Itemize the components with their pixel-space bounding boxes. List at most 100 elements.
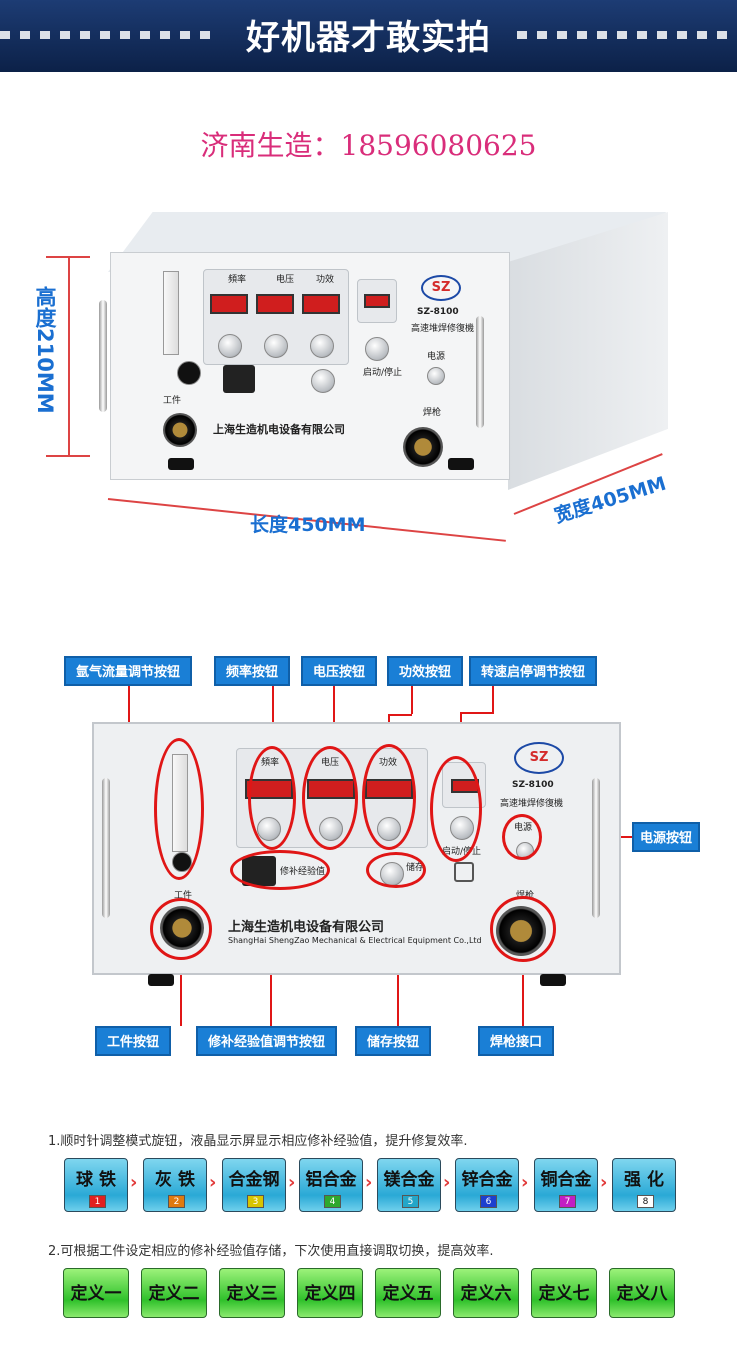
callout-workpiece: 工件按钮 <box>95 1026 172 1056</box>
preset-chip: 定义一 <box>63 1268 129 1318</box>
mode-note: 1.顺时针调整模式旋钮，液晶显示屏显示相应修补经验值，提升修复效率. <box>48 1134 468 1149</box>
dimension-tick <box>46 256 90 258</box>
length-dimension: 长度450MM <box>250 514 366 536</box>
efficiency-display <box>302 294 340 314</box>
callout-gun: 焊枪接口 <box>478 1026 555 1056</box>
maker-contact: 济南生造：18596080625 <box>200 129 537 162</box>
leader-line <box>492 686 494 712</box>
banner-title: 好机器才敢实拍 <box>246 18 491 58</box>
callout-argon: 氩气流量调节按钮 <box>64 656 193 686</box>
efficiency-label: 功效 <box>316 275 335 285</box>
work-label: 启动/停止 <box>363 368 403 378</box>
leader-line <box>333 686 335 746</box>
power-switch <box>427 367 445 385</box>
highlight-workpiece <box>150 898 212 960</box>
mode-number: 1 <box>89 1195 106 1208</box>
mode-number: 7 <box>559 1195 576 1208</box>
highlight-speed <box>430 756 482 862</box>
left-handle <box>102 778 110 918</box>
highlight-power <box>502 814 542 860</box>
model-label: SZ-8100 <box>512 780 554 790</box>
chevron-right-icon: › <box>365 1172 373 1193</box>
leader-line <box>460 712 494 714</box>
leader-line <box>272 686 274 746</box>
callout-store: 储存按钮 <box>355 1026 432 1056</box>
highlight-store <box>366 852 426 888</box>
highlight-repair <box>230 850 330 890</box>
header-banner: 好机器才敢实拍 <box>0 0 737 72</box>
gun-socket <box>403 427 443 467</box>
mode-chip: 镁合金 5 <box>377 1158 441 1212</box>
chevron-right-icon: › <box>288 1172 296 1193</box>
frequency-knob <box>218 334 242 358</box>
brand-logo: SZ <box>421 275 461 301</box>
workpiece-label: 工件 <box>163 396 182 406</box>
mode-number: 2 <box>168 1195 185 1208</box>
mode-name: 铜合金 <box>540 1170 592 1190</box>
callout-repair: 修补经验值调节按钮 <box>196 1026 338 1056</box>
preset-chip: 定义三 <box>219 1268 285 1318</box>
chevron-right-icon: › <box>443 1172 451 1193</box>
leader-line <box>388 714 412 716</box>
mode-name: 铝合金 <box>305 1170 357 1190</box>
preset-chip: 定义四 <box>297 1268 363 1318</box>
chevron-right-icon: › <box>130 1172 138 1193</box>
speed-panel <box>357 279 397 323</box>
machine-foot <box>168 458 194 470</box>
banner-decoration <box>517 31 737 39</box>
right-handle <box>592 778 600 918</box>
machine-foot <box>148 974 174 986</box>
voltage-label: 电压 <box>276 275 295 285</box>
machine-foot <box>448 458 474 470</box>
gun-label: 焊枪 <box>423 408 442 418</box>
callout-speed: 转速启停调节按钮 <box>469 656 598 686</box>
workpiece-socket <box>163 413 197 447</box>
callout-efficiency: 功效按钮 <box>387 656 464 686</box>
left-handle <box>99 300 107 412</box>
chevron-right-icon: › <box>600 1172 608 1193</box>
speed-display <box>364 294 390 308</box>
highlight-frequency <box>248 746 296 850</box>
workpiece-label: 工件 <box>174 891 193 901</box>
leader-line <box>180 950 182 1026</box>
model-label: SZ-8100 <box>417 307 459 317</box>
highlight-gun <box>490 896 556 962</box>
preset-chip: 定义二 <box>141 1268 207 1318</box>
leader-line <box>522 960 524 1026</box>
preset-chip: 定义七 <box>531 1268 597 1318</box>
machine-foot <box>540 974 566 986</box>
mode-number: 8 <box>637 1195 654 1208</box>
chevron-right-icon: › <box>209 1172 217 1193</box>
mode-name: 合金钢 <box>228 1170 280 1190</box>
highlight-argon <box>154 738 204 880</box>
callout-voltage: 电压按钮 <box>301 656 378 686</box>
company-name: 上海生造机电设备有限公司 <box>213 423 345 436</box>
preset-chip: 定义八 <box>609 1268 675 1318</box>
power-label: 电源 <box>427 352 446 362</box>
callout-power: 电源按钮 <box>632 822 701 852</box>
height-line <box>68 256 70 456</box>
dimension-tick <box>46 455 90 457</box>
mode-chip: 铝合金 4 <box>299 1158 363 1212</box>
right-handle <box>476 316 484 428</box>
machine-front: 工件 頻率 电压 功效 启动/停止 SZ SZ-8100 高速堆焊修復機 电源 … <box>110 252 510 480</box>
mode-number: 4 <box>324 1195 341 1208</box>
mode-number: 6 <box>480 1195 497 1208</box>
speed-knob <box>365 337 389 361</box>
mode-name: 灰 铁 <box>155 1170 195 1190</box>
preset-chip: 定义五 <box>375 1268 441 1318</box>
leader-line <box>411 686 413 714</box>
flowmeter <box>163 271 179 355</box>
height-dimension: 高度210MM <box>33 286 57 414</box>
repair-button <box>223 365 255 393</box>
highlight-voltage <box>302 746 358 850</box>
callout-frequency: 频率按钮 <box>214 656 291 686</box>
mode-name: 镁合金 <box>383 1170 435 1190</box>
width-dimension: 宽度405MM <box>551 472 669 528</box>
mode-number: 5 <box>402 1195 419 1208</box>
argon-knob <box>177 361 201 385</box>
highlight-efficiency <box>362 744 416 850</box>
